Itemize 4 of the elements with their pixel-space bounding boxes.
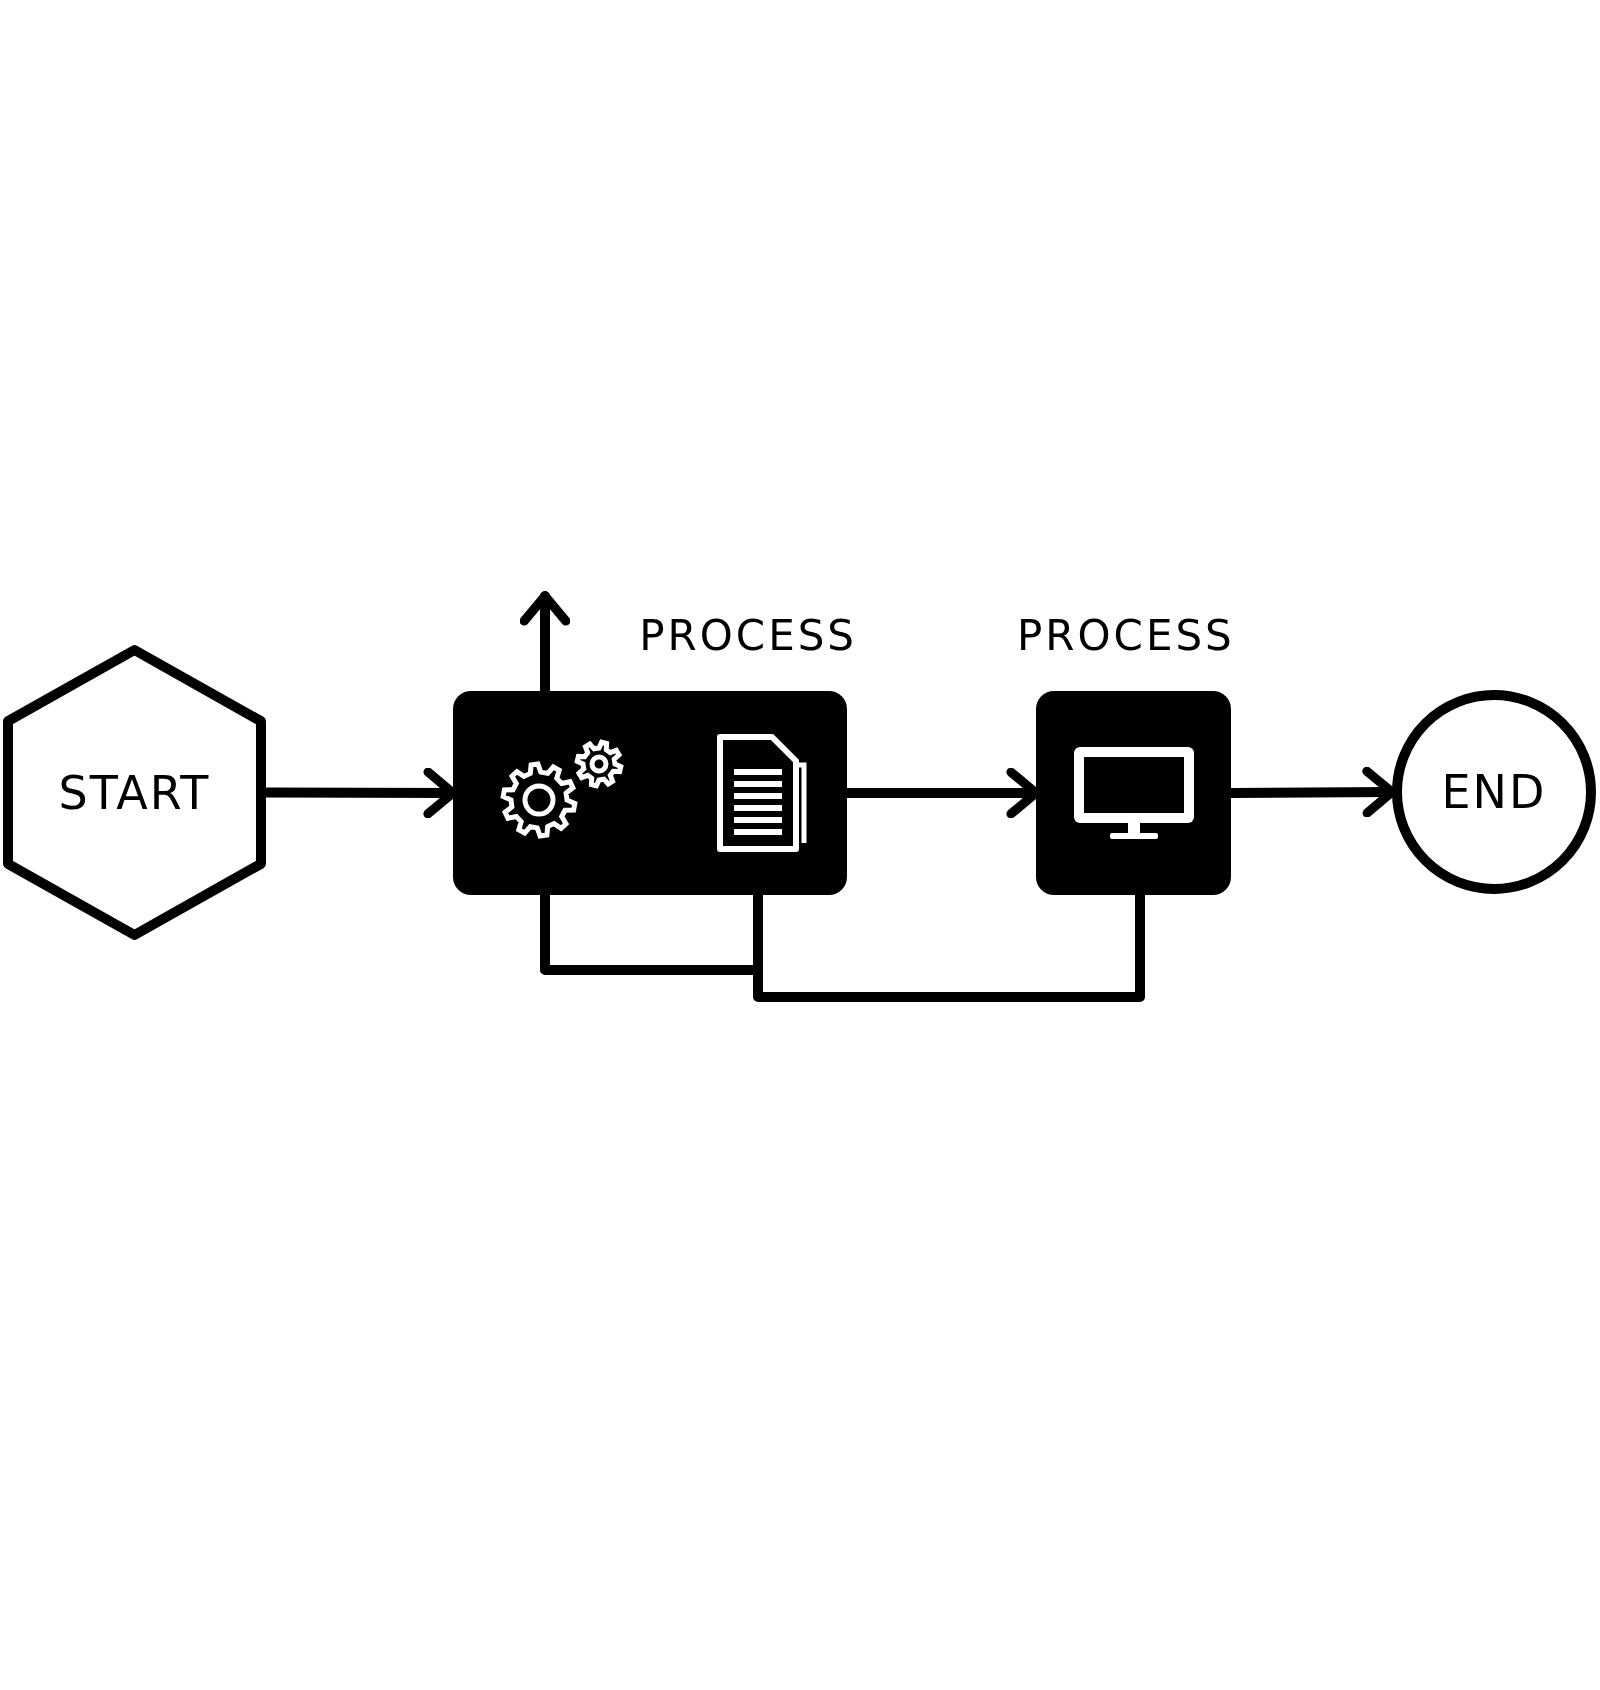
start-label: START: [58, 765, 211, 820]
process-label: PROCESS: [638, 615, 857, 657]
end-label: END: [1441, 765, 1547, 819]
process-label: PROCESS: [1017, 615, 1231, 657]
